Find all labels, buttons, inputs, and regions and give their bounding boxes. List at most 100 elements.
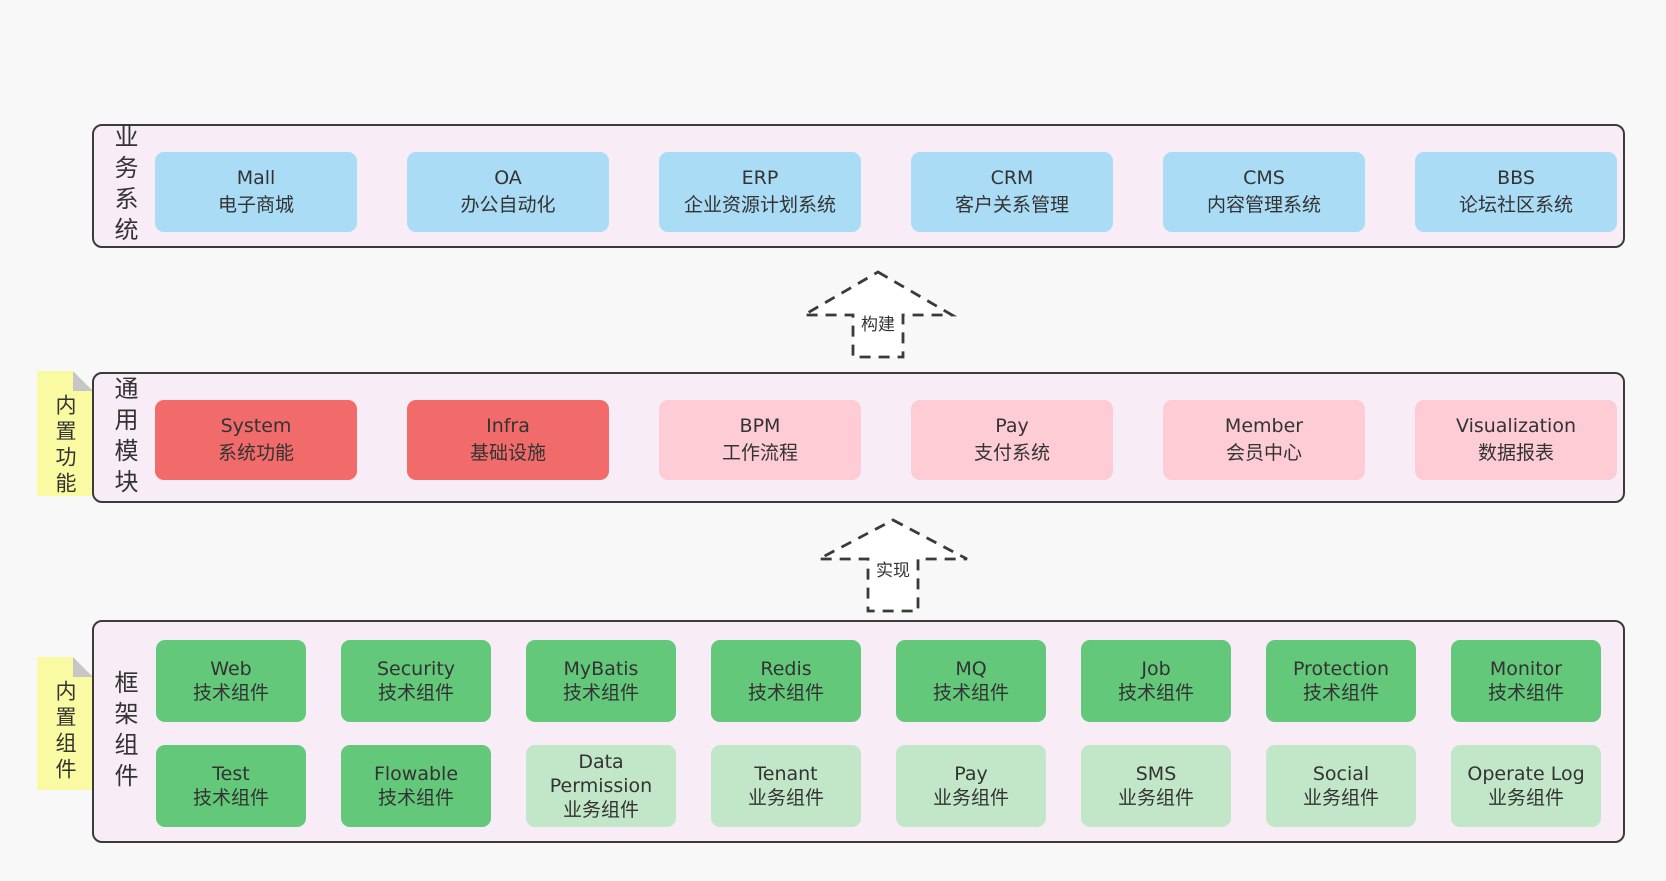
box-bpm: BPM 工作流程 — [659, 400, 861, 480]
box-title: BPM — [739, 415, 781, 437]
box-title: Infra — [486, 415, 530, 437]
box-subtitle: 内容管理系统 — [1206, 194, 1321, 216]
box-subtitle: 业务组件 — [1302, 787, 1379, 809]
sticky-note-label: 内置组件 — [53, 680, 77, 784]
box-subtitle: 技术组件 — [562, 682, 639, 704]
box-system: System 系统功能 — [155, 400, 357, 480]
box-subtitle: 技术组件 — [1487, 682, 1564, 704]
box-security: Security 技术组件 — [341, 640, 491, 722]
box-data-permission: Data Permission 业务组件 — [526, 745, 676, 827]
sticky-note-label: 内置功能 — [53, 394, 77, 498]
layer-label: 通用模块 — [110, 375, 138, 500]
build-arrow-icon: 构建 — [798, 270, 958, 359]
box-pay-component: Pay 业务组件 — [896, 745, 1046, 827]
box-mall: Mall 电子商城 — [155, 152, 357, 232]
box-title: Pay — [995, 415, 1029, 437]
box-title: Operate Log — [1467, 763, 1585, 785]
box-title: Visualization — [1455, 415, 1576, 437]
box-title: ERP — [741, 167, 779, 189]
box-subtitle: 技术组件 — [192, 787, 269, 809]
box-subtitle: 技术组件 — [377, 787, 454, 809]
box-title: Member — [1224, 415, 1304, 437]
box-title: Tenant — [754, 763, 818, 785]
box-subtitle: 基础设施 — [469, 442, 546, 464]
implement-arrow-icon: 实现 — [818, 518, 968, 613]
box-subtitle: 业务组件 — [562, 799, 639, 821]
box-mybatis: MyBatis 技术组件 — [526, 640, 676, 722]
sticky-note-builtin-components: 内置组件 — [37, 657, 93, 790]
box-subtitle: 数据报表 — [1477, 442, 1554, 464]
box-subtitle: 支付系统 — [973, 442, 1050, 464]
box-flowable: Flowable 技术组件 — [341, 745, 491, 827]
box-infra: Infra 基础设施 — [407, 400, 609, 480]
box-member: Member 会员中心 — [1163, 400, 1365, 480]
box-subtitle: 业务组件 — [1487, 787, 1564, 809]
box-title: MQ — [955, 658, 987, 680]
box-operate-log: Operate Log 业务组件 — [1451, 745, 1601, 827]
box-subtitle: 技术组件 — [192, 682, 269, 704]
box-title: Mall — [236, 167, 276, 189]
box-title: CRM — [990, 167, 1034, 189]
box-oa: OA 办公自动化 — [407, 152, 609, 232]
box-row: System 系统功能 Infra 基础设施 BPM 工作流程 Pay 支付系统… — [155, 400, 1617, 480]
box-title: System — [220, 415, 292, 437]
box-title: BBS — [1497, 167, 1535, 189]
box-subtitle: 业务组件 — [747, 787, 824, 809]
box-social: Social 业务组件 — [1266, 745, 1416, 827]
folded-corner — [73, 371, 93, 391]
arrow-shape — [818, 518, 968, 613]
box-subtitle: 会员中心 — [1225, 442, 1302, 464]
box-subtitle: 论坛社区系统 — [1458, 194, 1573, 216]
box-subtitle: 技术组件 — [932, 682, 1009, 704]
box-title: Monitor — [1489, 658, 1563, 680]
box-bbs: BBS 论坛社区系统 — [1415, 152, 1617, 232]
box-title: CMS — [1243, 167, 1285, 189]
box-subtitle: 技术组件 — [747, 682, 824, 704]
box-monitor: Monitor 技术组件 — [1451, 640, 1601, 722]
box-pay-module: Pay 支付系统 — [911, 400, 1113, 480]
box-title: Redis — [760, 658, 812, 680]
box-subtitle: 客户关系管理 — [954, 194, 1069, 216]
arrow-label: 构建 — [861, 315, 895, 335]
box-crm: CRM 客户关系管理 — [911, 152, 1113, 232]
box-title: OA — [494, 167, 522, 189]
arrow-label: 实现 — [876, 561, 910, 581]
box-tenant: Tenant 业务组件 — [711, 745, 861, 827]
arrow-shape — [798, 270, 958, 359]
box-test: Test 技术组件 — [156, 745, 306, 827]
box-title: Social — [1312, 763, 1370, 785]
box-visualization: Visualization 数据报表 — [1415, 400, 1617, 480]
box-title: Flowable — [373, 763, 459, 785]
box-subtitle: 工作流程 — [721, 442, 798, 464]
box-subtitle: 业务组件 — [932, 787, 1009, 809]
box-title: Data Permission — [549, 751, 653, 797]
box-protection: Protection 技术组件 — [1266, 640, 1416, 722]
box-title: Pay — [954, 763, 988, 785]
layer-label: 框架组件 — [110, 669, 138, 794]
box-title: Test — [212, 763, 250, 785]
sticky-note-builtin-features: 内置功能 — [37, 371, 93, 496]
box-title: Security — [376, 658, 456, 680]
box-cms: CMS 内容管理系统 — [1163, 152, 1365, 232]
box-title: SMS — [1135, 763, 1177, 785]
box-subtitle: 技术组件 — [1302, 682, 1379, 704]
box-erp: ERP 企业资源计划系统 — [659, 152, 861, 232]
box-title: MyBatis — [563, 658, 639, 680]
box-subtitle: 办公自动化 — [460, 194, 556, 216]
component-grid: Web 技术组件 Security 技术组件 MyBatis 技术组件 Redi… — [156, 640, 1601, 827]
box-row: Mall 电子商城 OA 办公自动化 ERP 企业资源计划系统 CRM 客户关系… — [155, 152, 1617, 232]
box-subtitle: 电子商城 — [217, 194, 294, 216]
box-mq: MQ 技术组件 — [896, 640, 1046, 722]
box-subtitle: 业务组件 — [1117, 787, 1194, 809]
box-subtitle: 系统功能 — [217, 442, 294, 464]
layer-common-modules: 通用模块 System 系统功能 Infra 基础设施 BPM 工作流程 Pay… — [92, 372, 1625, 503]
layer-business-systems: 业务系统 Mall 电子商城 OA 办公自动化 ERP 企业资源计划系统 CRM… — [92, 124, 1625, 248]
box-job: Job 技术组件 — [1081, 640, 1231, 722]
box-title: Web — [210, 658, 252, 680]
box-title: Job — [1141, 658, 1171, 680]
box-sms: SMS 业务组件 — [1081, 745, 1231, 827]
box-subtitle: 技术组件 — [377, 682, 454, 704]
box-subtitle: 企业资源计划系统 — [683, 194, 836, 216]
layer-framework-components: 框架组件 Web 技术组件 Security 技术组件 MyBatis 技术组件… — [92, 620, 1625, 843]
